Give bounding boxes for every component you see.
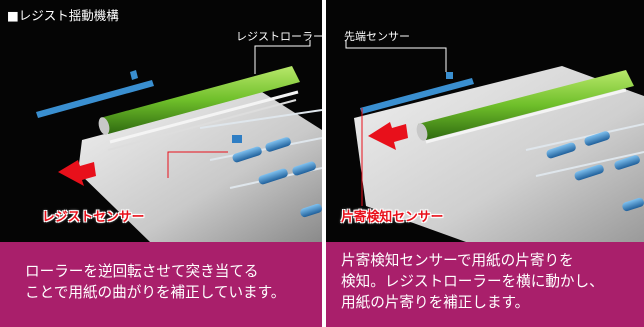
blue-cylinders (232, 135, 322, 218)
tip-sensor-callout: 先端センサー (344, 30, 410, 43)
roller-callout: レジストローラー (236, 30, 322, 43)
blue-sensor-bar (36, 80, 154, 118)
blue-cylinders (546, 131, 644, 212)
feed-direction-arrow (368, 122, 408, 150)
tip-sensor-leader-line (345, 40, 447, 72)
paper-sheet (354, 66, 644, 242)
tip-sensor-bar (360, 78, 474, 114)
mechanism-title: ■レジスト揺動機構 (7, 5, 119, 24)
right-caption-line-1: 片寄検知センサーで用紙の片寄りを (341, 252, 574, 269)
skew-detection-illustration: 先端センサー 片寄検知センサー (326, 0, 644, 242)
section-bullet: ■レジスト揺動機構 (7, 8, 119, 23)
left-panel: ■レジスト揺動機構 レジストローラー レジストセンサー ローラーを逆回転させて突… (0, 0, 322, 327)
right-panel: 先端センサー 片寄検知センサー 片寄検知センサーで用紙の片寄りを 検知。レジスト… (326, 0, 644, 327)
left-caption-line-1: ローラーを逆回転させて突き当てる (25, 263, 259, 280)
skew-detection-sensor-label: 片寄検知センサー (341, 210, 444, 225)
shafts (525, 123, 644, 177)
left-caption: ローラーを逆回転させて突き当てる ことで用紙の曲がりを補正しています。 (0, 242, 322, 327)
feed-direction-arrow (58, 160, 96, 186)
roller-leader-line (254, 40, 311, 74)
registration-roller (418, 70, 634, 140)
right-caption: 片寄検知センサーで用紙の片寄りを 検知。レジストローラーを横に動かし、 用紙の片… (326, 242, 644, 327)
skew-scene-graphic (345, 40, 644, 242)
paper-sheet (78, 92, 322, 242)
left-caption-line-2: ことで用紙の曲がりを補正しています。 (25, 284, 286, 301)
right-caption-line-2: 検知。レジストローラーを横に動かし、 (341, 273, 604, 290)
registration-scene-graphic (36, 40, 322, 242)
registration-mechanism-illustration: ■レジスト揺動機構 レジストローラー レジストセンサー (0, 0, 322, 242)
registration-roller (100, 66, 300, 134)
right-caption-line-3: 用紙の片寄りを補正します。 (341, 294, 530, 311)
registration-sensor-label: レジストセンサー (42, 210, 145, 225)
sensor-leader-line (167, 151, 228, 178)
sensor-block (232, 135, 242, 143)
